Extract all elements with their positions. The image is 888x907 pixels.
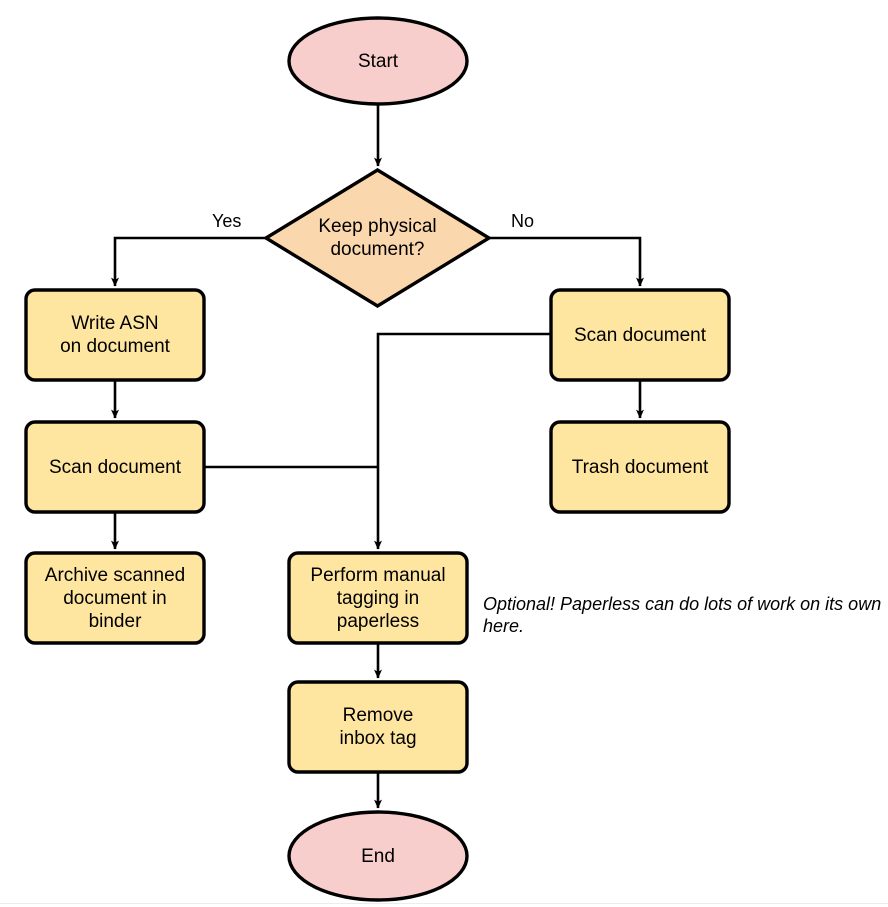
node-write-asn-on-document[interactable]	[24, 288, 206, 382]
edge-scan-right-to-tagging	[374, 332, 551, 550]
node-keep-physical-document[interactable]	[262, 168, 493, 308]
edge-label-yes: Yes	[209, 211, 245, 231]
node-scan-document-right[interactable]	[549, 288, 731, 382]
node-remove-inbox-tag[interactable]	[287, 680, 469, 774]
edge-group	[111, 104, 644, 809]
node-start[interactable]	[287, 16, 469, 106]
edge-label-no: No	[508, 211, 538, 231]
node-end[interactable]	[287, 810, 469, 902]
edge-decision-no	[489, 236, 644, 287]
node-archive-scanned-document-in-binder[interactable]	[24, 551, 206, 645]
optional-note-text: Optional! Paperless can do lots of work …	[483, 594, 882, 636]
edge-decision-yes	[111, 236, 266, 287]
node-trash-document[interactable]	[549, 420, 731, 514]
node-group	[24, 16, 731, 902]
node-perform-manual-tagging[interactable]	[287, 551, 469, 645]
node-scan-document-left[interactable]	[24, 420, 206, 514]
page-bottom-divider	[0, 903, 888, 904]
